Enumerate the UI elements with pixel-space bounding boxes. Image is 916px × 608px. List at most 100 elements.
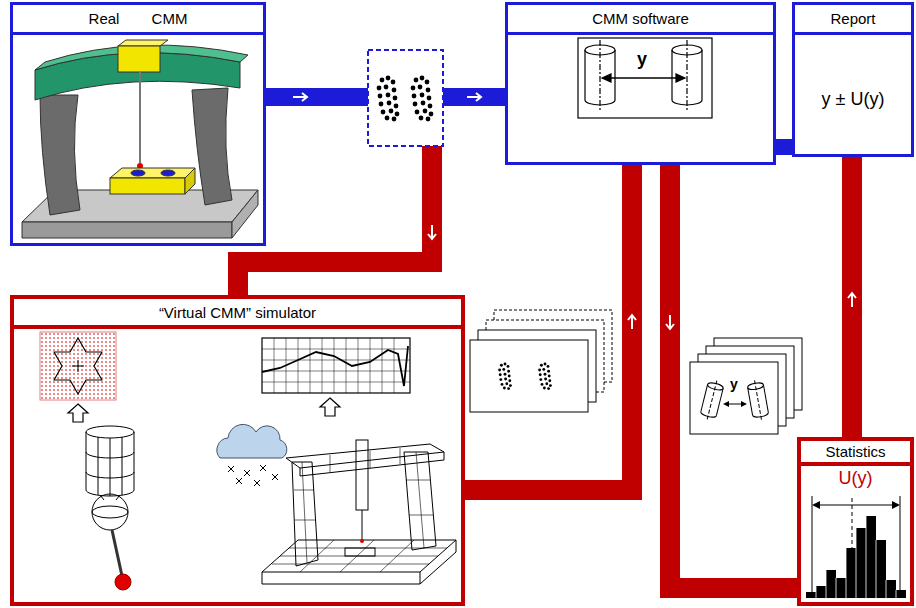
result-cards — [707, 381, 717, 420]
flow-arrow — [476, 93, 481, 101]
result-cards — [755, 380, 762, 419]
histogram — [896, 590, 897, 598]
software-box: CMM software — [505, 2, 776, 165]
cmm-picture — [131, 170, 145, 176]
probe-model — [86, 426, 134, 590]
cmm-wireframe — [360, 539, 364, 543]
box-title: Statistics — [825, 443, 885, 460]
cmm-picture — [118, 46, 160, 72]
cmm-picture — [192, 88, 232, 205]
form-error-map — [68, 404, 88, 422]
cmm-picture — [22, 40, 258, 238]
histogram — [812, 501, 820, 509]
environment-cloud — [228, 465, 278, 486]
machine-box: Real CMM — [10, 2, 266, 246]
result-cards — [747, 379, 770, 421]
form-error-map — [78, 360, 79, 372]
histogram — [836, 578, 846, 598]
cmm-picture — [22, 222, 232, 238]
cmm-picture — [110, 178, 185, 194]
environment-cloud — [217, 424, 287, 486]
cmm-wireframe — [362, 510, 363, 540]
histogram — [826, 570, 836, 598]
data-branch — [238, 146, 432, 295]
title-bar: Statistics — [801, 441, 910, 466]
cylinder-pair — [671, 50, 672, 100]
simulation-band — [465, 165, 632, 490]
environment-cloud — [217, 424, 287, 458]
cmm-wireframe — [420, 540, 456, 584]
flow-arrow — [302, 93, 307, 101]
probe-model — [122, 437, 123, 495]
probe-model — [92, 494, 128, 530]
cmm-wireframe — [286, 444, 444, 468]
data-band — [776, 139, 792, 155]
cmm-wireframe — [356, 440, 368, 510]
histogram — [826, 570, 827, 598]
probe-model — [110, 438, 111, 496]
box-title: Real CMM — [89, 10, 188, 27]
result-cards — [700, 412, 716, 419]
cmm-wireframe — [294, 462, 316, 563]
cmm-wireframe — [262, 440, 456, 584]
cmm-picture — [139, 72, 141, 163]
result-cards — [723, 401, 729, 407]
point-data-box — [368, 50, 443, 146]
error-graph — [320, 398, 340, 416]
title-bar: Real CMM — [13, 5, 263, 35]
form-error-map — [40, 332, 116, 422]
flow-arrow — [666, 315, 674, 329]
result-cards — [748, 388, 753, 416]
probe-model — [115, 574, 131, 590]
histogram — [806, 592, 816, 598]
result-cards — [690, 338, 802, 434]
cylinder-pair — [701, 50, 702, 100]
result-cards — [701, 384, 708, 411]
cmm-wireframe — [262, 540, 456, 572]
data-branch — [238, 146, 436, 295]
label-holder: y — [636, 49, 648, 70]
point-data-box — [411, 76, 434, 122]
histogram — [816, 505, 896, 506]
box-title: CMM software — [592, 10, 689, 27]
flow-arrow — [293, 93, 307, 101]
flow-arrow — [628, 315, 636, 329]
simulation-band — [670, 165, 797, 588]
histogram — [846, 548, 856, 598]
cmm-picture — [40, 95, 80, 215]
result-value: y ± U(y) — [822, 89, 885, 110]
cmm-wireframe — [292, 462, 318, 566]
statistics-box: StatisticsU(y) — [797, 437, 914, 606]
simulation-band — [842, 157, 862, 437]
histogram — [900, 496, 901, 598]
cylinder-pair — [578, 38, 712, 118]
point-set-cards — [470, 310, 612, 412]
distance-symbol: y — [636, 49, 648, 70]
flow-arrow — [848, 293, 856, 298]
histogram — [812, 496, 900, 598]
cmm-picture — [118, 40, 168, 46]
histogram — [812, 496, 813, 598]
probe-model — [112, 530, 122, 576]
cmm-wireframe — [262, 572, 420, 584]
histogram — [886, 580, 887, 598]
result-cards — [763, 385, 768, 413]
title-bar: Report — [795, 5, 911, 35]
probe-model — [86, 452, 134, 458]
form-error-map — [54, 338, 102, 394]
histogram — [806, 496, 906, 598]
result-cards — [741, 401, 747, 407]
cmm-wireframe — [272, 540, 447, 572]
box-title: “Virtual CMM” simulator — [159, 304, 316, 321]
label-holder: y — [729, 375, 739, 393]
probe-model — [98, 437, 99, 495]
histogram — [816, 586, 817, 598]
histogram — [896, 590, 906, 598]
cmm-picture — [161, 170, 175, 176]
cmm-wireframe — [300, 452, 444, 476]
form-error-map — [40, 332, 116, 400]
cylinder-pair — [686, 40, 687, 112]
histogram — [856, 528, 866, 598]
error-graph — [262, 338, 410, 416]
cmm-wireframe — [330, 448, 400, 472]
